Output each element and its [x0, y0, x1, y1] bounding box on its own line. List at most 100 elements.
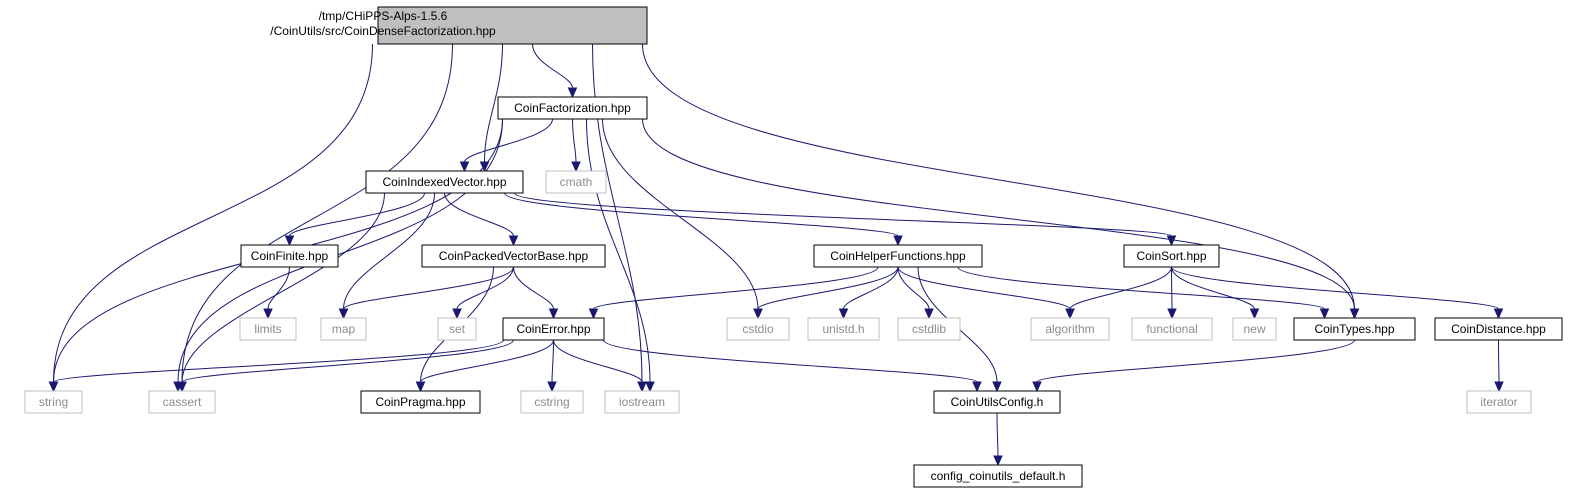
- arrowhead-icon: [1494, 381, 1504, 393]
- edge-line: [572, 118, 577, 163]
- edge-CoinError-to-CoinUtilsConfig: [603, 339, 982, 393]
- node-CoinFactorization[interactable]: CoinFactorization.hpp: [497, 96, 648, 120]
- arrowhead-icon: [1167, 308, 1177, 320]
- node-box: [1030, 317, 1110, 341]
- node-cstdlib: cstdlib: [897, 317, 961, 341]
- node-iostream: iostream: [604, 390, 680, 414]
- node-map: map: [320, 317, 367, 341]
- node-iterator: iterator: [1466, 390, 1532, 414]
- node-box: [604, 390, 680, 414]
- edge-line: [181, 192, 385, 383]
- arrowhead-icon: [459, 161, 470, 173]
- edge-line: [1498, 339, 1500, 383]
- edge-line: [420, 339, 554, 383]
- edge-CoinFactorization-to-cstdio: [602, 118, 763, 320]
- node-box: [897, 317, 961, 341]
- edges-layer: [48, 43, 1504, 467]
- arrowhead-icon: [588, 308, 599, 320]
- node-box: [365, 170, 524, 194]
- node-CoinHelperFunctions[interactable]: CoinHelperFunctions.hpp: [813, 244, 983, 268]
- edge-line: [897, 266, 930, 310]
- node-CoinUtilsConfig[interactable]: CoinUtilsConfig.h: [933, 390, 1061, 414]
- node-label: cstring: [534, 395, 569, 409]
- node-CoinPackedVectorBase[interactable]: CoinPackedVectorBase.hpp: [421, 244, 606, 268]
- arrowhead-icon: [1249, 308, 1260, 320]
- edge-line: [602, 118, 759, 310]
- node-box: [520, 390, 584, 414]
- node-root[interactable]: /tmp/CHiPPS-Alps-1.5.6/CoinUtils/src/Coi…: [270, 6, 648, 45]
- edge-line: [1171, 266, 1255, 310]
- node-label: cstdlib: [912, 322, 946, 336]
- edge-line: [267, 266, 290, 310]
- node-box: [726, 317, 790, 341]
- node-CoinPragma[interactable]: CoinPragma.hpp: [360, 390, 481, 414]
- arrowhead-icon: [972, 381, 982, 393]
- node-label: limits: [254, 322, 281, 336]
- node-box: [913, 464, 1083, 488]
- edge-line: [53, 339, 504, 383]
- edge-CoinHelperFunctions-to-cstdio: [753, 266, 899, 320]
- edge-line: [553, 339, 643, 383]
- edge-CoinSort-to-new: [1171, 266, 1260, 320]
- node-box: [497, 96, 648, 120]
- node-cstring: cstring: [520, 390, 584, 414]
- node-algorithm: algorithm: [1030, 317, 1110, 341]
- node-box: [360, 390, 481, 414]
- node-box: [1293, 317, 1416, 341]
- node-label: /CoinUtils/src/CoinDenseFactorization.hp…: [270, 24, 496, 38]
- node-label: iostream: [619, 395, 665, 409]
- edge-CoinSort-to-algorithm: [1065, 266, 1172, 320]
- node-CoinError[interactable]: CoinError.hpp: [502, 317, 605, 341]
- edge-root-to-CoinFactorization: [532, 43, 578, 99]
- node-CoinIndexedVector[interactable]: CoinIndexedVector.hpp: [365, 170, 524, 194]
- node-label: unistd.h: [822, 322, 864, 336]
- node-label: functional: [1146, 322, 1197, 336]
- nodes-layer: /tmp/CHiPPS-Alps-1.5.6/CoinUtils/src/Coi…: [24, 6, 1563, 488]
- edge-CoinIndexedVector-to-CoinPackedVectorBase: [444, 192, 519, 247]
- node-config_default[interactable]: config_coinutils_default.h: [913, 464, 1083, 488]
- edge-CoinHelperFunctions-to-unistd: [838, 266, 899, 320]
- edge-line: [593, 266, 879, 310]
- node-new: new: [1232, 317, 1277, 341]
- node-CoinDistance[interactable]: CoinDistance.hpp: [1434, 317, 1563, 341]
- edge-line: [53, 43, 373, 383]
- edge-line: [757, 266, 899, 310]
- node-set: set: [437, 317, 477, 341]
- arrowhead-icon: [1065, 308, 1075, 320]
- node-CoinTypes[interactable]: CoinTypes.hpp: [1293, 317, 1416, 341]
- arrowhead-icon: [645, 381, 655, 393]
- edge-line: [181, 339, 514, 383]
- edge-line: [1069, 266, 1172, 310]
- node-label: CoinError.hpp: [516, 322, 590, 336]
- edge-line: [897, 266, 1071, 310]
- edge-line: [513, 266, 554, 310]
- edge-CoinUtilsConfig-to-config_default: [993, 412, 1003, 467]
- arrowhead-icon: [177, 381, 187, 393]
- node-CoinFinite[interactable]: CoinFinite.hpp: [240, 244, 339, 268]
- node-box: [1232, 317, 1277, 341]
- edge-CoinIndexedVector-to-CoinHelperFunctions: [504, 192, 903, 247]
- edge-CoinIndexedVector-to-cassert: [177, 192, 385, 393]
- edge-line: [1171, 266, 1173, 310]
- edge-CoinPackedVectorBase-to-CoinError: [513, 266, 559, 320]
- node-label: cassert: [163, 395, 202, 409]
- arrowhead-icon: [338, 308, 349, 320]
- edge-line: [642, 43, 1355, 310]
- node-box: [24, 390, 83, 414]
- node-label: new: [1243, 322, 1265, 336]
- edge-line: [343, 192, 435, 310]
- node-label: algorithm: [1045, 322, 1094, 336]
- node-CoinSort[interactable]: CoinSort.hpp: [1123, 244, 1220, 268]
- edge-CoinTypes-to-CoinUtilsConfig: [1032, 339, 1355, 393]
- arrowhead-icon: [753, 308, 763, 320]
- node-label: CoinFactorization.hpp: [514, 101, 631, 115]
- edge-CoinError-to-iostream: [553, 339, 647, 393]
- node-label: CoinTypes.hpp: [1314, 322, 1394, 336]
- edge-line: [592, 43, 643, 383]
- node-label: CoinIndexedVector.hpp: [382, 175, 506, 189]
- edge-line: [603, 339, 978, 383]
- arrowhead-icon: [567, 87, 578, 99]
- edge-CoinFactorization-to-CoinTypes: [642, 118, 1360, 320]
- arrowhead-icon: [548, 308, 559, 320]
